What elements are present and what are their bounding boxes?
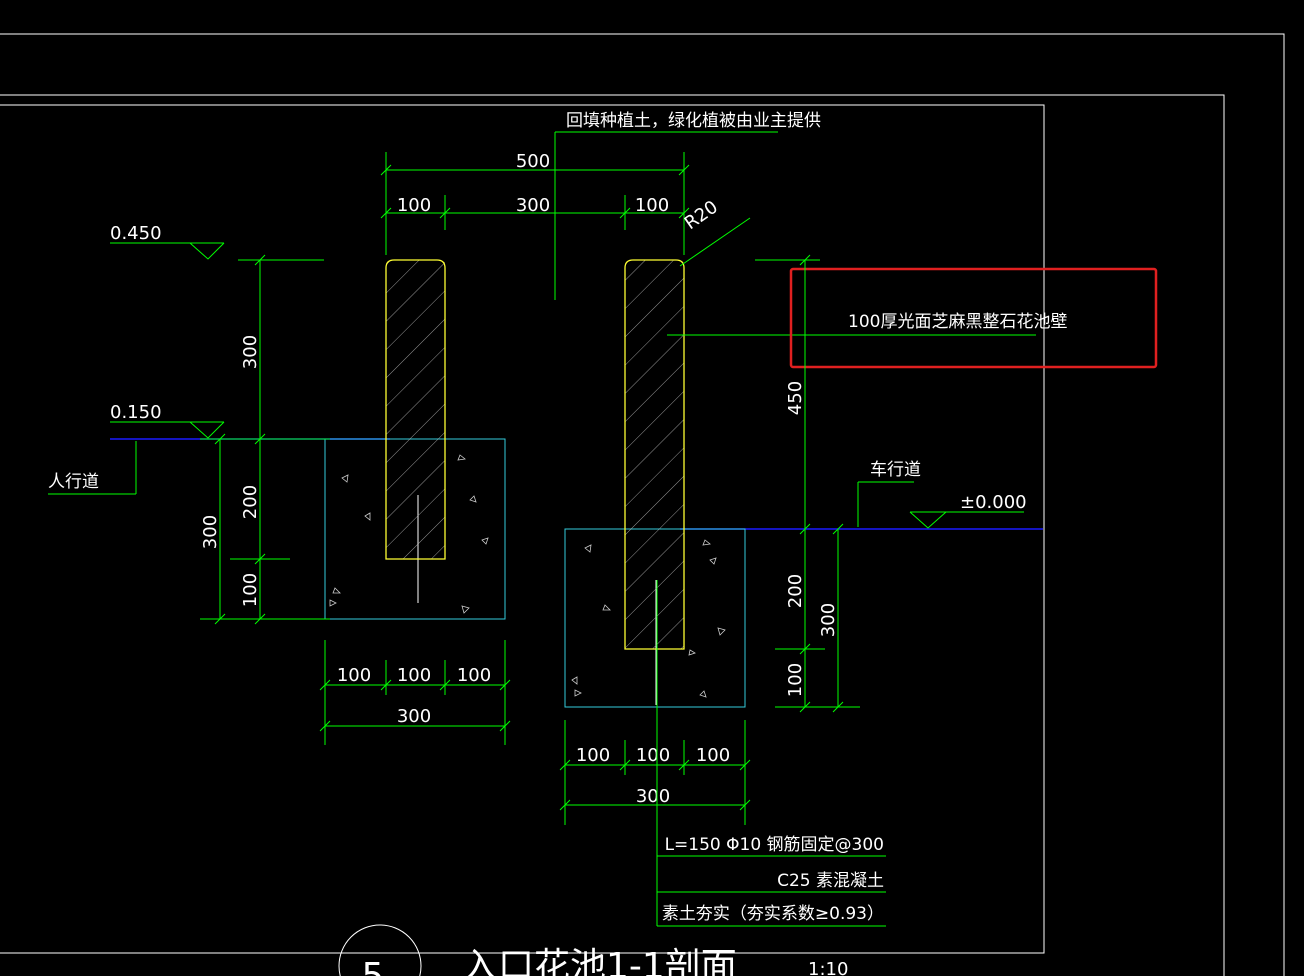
- dim-bl-b: 100: [397, 665, 431, 686]
- dim-left-wall-above: 300: [240, 335, 261, 369]
- highlight-box: [789, 267, 1158, 369]
- top-note-text: 回填种植土，绿化植被由业主提供: [566, 111, 821, 131]
- left-vertical-dimensions: 300 200 100 300: [200, 254, 330, 625]
- dim-bl-a: 100: [337, 665, 371, 686]
- elevation-sidewalk-label: 0.150: [110, 402, 162, 423]
- highlighted-note-text: 100厚光面芝麻黑整石花池壁: [848, 312, 1067, 332]
- dim-top-left: 100: [397, 195, 431, 216]
- dim-right-wall-embed: 200: [785, 574, 806, 608]
- dim-right-base: 100: [785, 663, 806, 697]
- dim-top-middle: 300: [516, 195, 550, 216]
- dim-top-overall: 500: [516, 151, 550, 172]
- dim-br-total: 300: [636, 786, 670, 807]
- layer-notes: L=150 Φ10 钢筋固定@300 C25 素混凝土 素土夯实（夯实系数≥0.…: [656, 580, 886, 927]
- dim-br-a: 100: [576, 745, 610, 766]
- title-number: 5: [362, 956, 385, 976]
- top-note: 回填种植土，绿化植被由业主提供: [554, 111, 821, 300]
- title-name: 入口花池1-1剖面: [462, 946, 737, 976]
- elevation-top-label: 0.450: [110, 223, 162, 244]
- left-stone-wall: [385, 259, 446, 560]
- dim-top-right: 100: [635, 195, 669, 216]
- elevation-road-label: ±0.000: [960, 492, 1027, 513]
- radius-label: R20: [681, 197, 722, 235]
- sidewalk-label: 人行道: [48, 472, 99, 492]
- elevation-sidewalk: 0.150: [110, 402, 225, 439]
- dim-bl-total: 300: [397, 706, 431, 727]
- dim-right-footing: 300: [818, 603, 839, 637]
- bottom-left-dimensions: 100 100 100 300: [319, 640, 511, 745]
- sidewalk-label-group: 人行道: [48, 441, 137, 495]
- radius-callout: R20: [679, 197, 751, 267]
- dim-left-wall-embed: 200: [240, 485, 261, 519]
- sheet-frames: [0, 33, 1285, 976]
- highlighted-note: 100厚光面芝麻黑整石花池壁: [667, 267, 1158, 369]
- bottom-right-dimensions: 100 100 100 300: [559, 720, 751, 825]
- dim-left-base: 100: [240, 573, 261, 607]
- title-scale: 1:10: [808, 959, 848, 976]
- right-vertical-dimensions: 450 200 100 300: [755, 254, 860, 713]
- drawing-title: 5 入口花池1-1剖面 1:10: [338, 924, 848, 976]
- top-dimensions: 500 100 300 100: [380, 151, 690, 255]
- dim-right-total: 450: [785, 381, 806, 415]
- layer-note-concrete: C25 素混凝土: [777, 871, 884, 891]
- layer-note-soil: 素土夯实（夯实系数≥0.93）: [662, 904, 884, 924]
- dim-br-c: 100: [696, 745, 730, 766]
- title-number-circle: [338, 924, 422, 976]
- elevation-road: ±0.000: [909, 492, 1027, 529]
- dim-bl-c: 100: [457, 665, 491, 686]
- road-label-group: 车行道: [857, 460, 921, 527]
- dim-br-b: 100: [636, 745, 670, 766]
- right-stone-wall: [624, 259, 685, 650]
- road-label: 车行道: [870, 460, 921, 480]
- elevation-top: 0.450: [110, 223, 324, 261]
- layer-note-rebar: L=150 Φ10 钢筋固定@300: [665, 835, 884, 855]
- dim-left-total: 300: [200, 515, 221, 549]
